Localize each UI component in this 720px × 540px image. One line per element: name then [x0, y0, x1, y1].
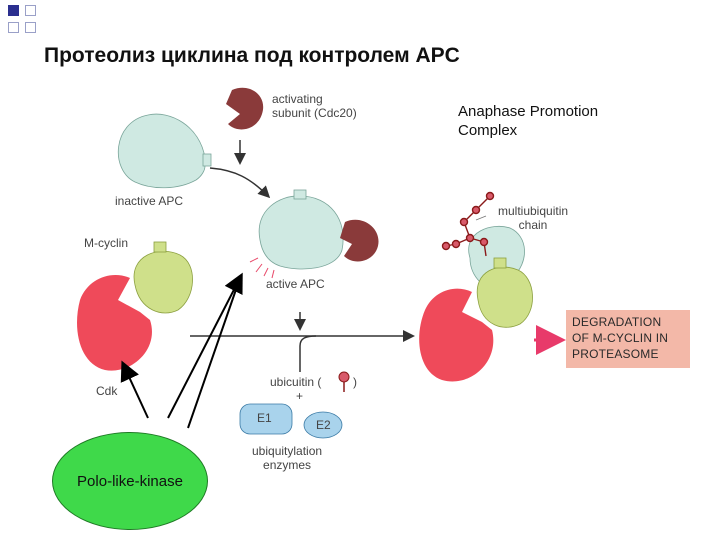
right-cyclin-shape — [476, 266, 533, 328]
bullet-square-3 — [8, 22, 19, 33]
polo-to-active-apc-arrow — [167, 272, 243, 419]
degradation-box: DEGRADATION OF M-CYCLIN IN PROTEASOME — [566, 310, 690, 368]
polo-like-kinase-node: Polo-like-kinase — [52, 432, 208, 530]
polo-like-kinase-label: Polo-like-kinase — [77, 472, 183, 490]
multiubiquitin-chain-icon — [441, 191, 495, 257]
activation-curve-arrow — [209, 167, 271, 199]
inactive-apc-label: inactive APC — [115, 194, 184, 208]
chain-label-pointer — [475, 215, 487, 221]
e2-label: E2 — [316, 418, 331, 432]
ubiquitin-curve-arrow — [299, 335, 317, 372]
polo-to-active-apc-arrow-2 — [187, 277, 241, 429]
active-cdc20 — [340, 219, 379, 262]
polo-to-cdk-arrow — [120, 360, 149, 419]
inactive-apc-notch — [202, 153, 212, 167]
ubiquitin-pin-icon — [338, 371, 350, 392]
e1-enzyme-shape — [239, 403, 293, 435]
active-apc-notch — [293, 189, 307, 200]
anaphase-promotion-complex-label: Anaphase Promotion Complex — [458, 103, 599, 139]
ubiquitin-label: ubicuitin ( — [270, 375, 322, 389]
ubiquitin-close-paren: ) — [353, 375, 357, 389]
plus-sign: + — [296, 389, 304, 403]
bullet-square-4 — [25, 22, 36, 33]
cdk-label: Cdk — [96, 384, 118, 398]
inactive-apc-shape — [117, 113, 206, 189]
right-cdk-shape — [419, 288, 494, 382]
active-apc-shape — [258, 195, 344, 270]
m-cyclin-shape — [133, 250, 193, 314]
activation-sparks — [249, 257, 275, 279]
e2-enzyme-shape — [303, 411, 343, 439]
right-cyclin-notch — [493, 257, 507, 269]
active-apc-label: active APC — [266, 277, 325, 291]
cdc20-subunit — [226, 87, 264, 130]
m-cyclin-notch — [153, 241, 167, 253]
e1-label: E1 — [257, 411, 272, 425]
bullet-square-2 — [25, 5, 36, 16]
cdk-shape — [77, 274, 152, 371]
bullet-square-1 — [8, 5, 19, 16]
multiubiquitin-chain-label: multiubiquitin chain — [498, 204, 569, 232]
activating-subunit-label: activating subunit (Cdc20) — [272, 92, 357, 120]
m-cyclin-label: M-cyclin — [84, 236, 128, 250]
ubiquitylation-enzymes-label: ubiquitylation enzymes — [252, 444, 323, 472]
page-title: Протеолиз циклина под контролем APC — [44, 44, 460, 67]
